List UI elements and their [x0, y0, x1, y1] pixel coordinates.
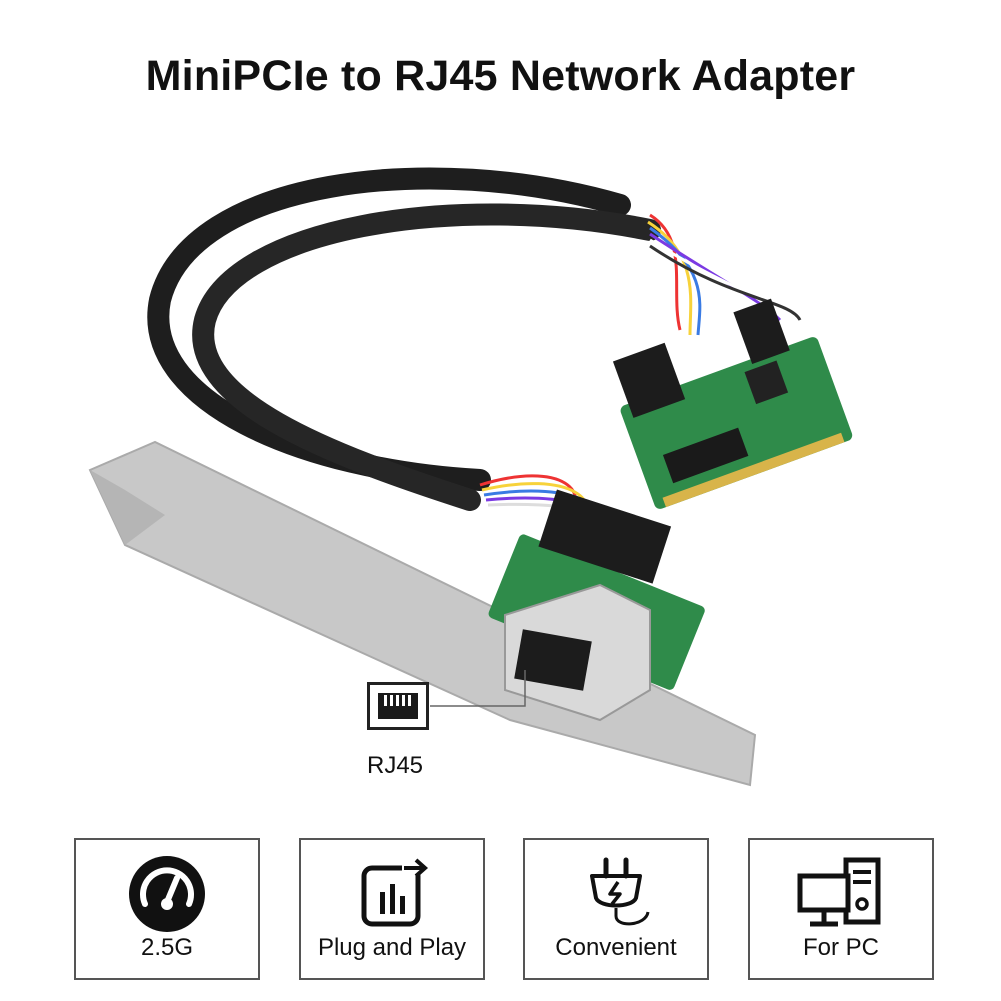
- feature-convenient: Convenient: [523, 838, 709, 980]
- feature-plug-and-play: Plug and Play: [299, 838, 485, 980]
- speedometer-icon: [129, 856, 205, 932]
- feature-for-pc: For PC: [748, 838, 934, 980]
- feature-label: Plug and Play: [317, 934, 467, 961]
- plug-and-play-icon: [361, 858, 429, 927]
- desktop-pc-icon: [797, 857, 881, 927]
- power-plug-icon: [590, 857, 650, 926]
- page-title: MiniPCIe to RJ45 Network Adapter: [145, 52, 856, 100]
- feature-label: 2.5G: [140, 934, 194, 961]
- product-image: [88, 167, 853, 787]
- feature-label: Convenient: [555, 934, 677, 961]
- rj45-port-icon: [367, 682, 429, 730]
- feature-label: For PC: [802, 934, 879, 961]
- feature-2-5g: 2.5G: [74, 838, 260, 980]
- rj45-label: RJ45: [367, 752, 424, 779]
